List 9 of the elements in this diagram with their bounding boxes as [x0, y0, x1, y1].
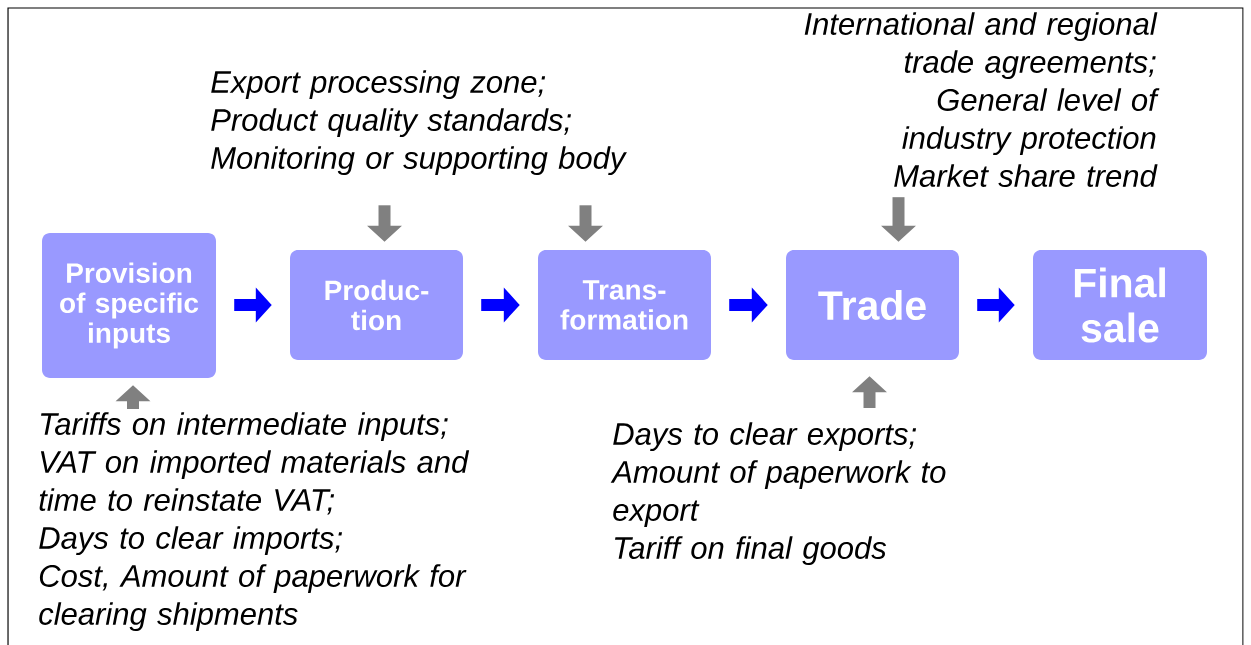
process-box: Trans- formation	[538, 250, 711, 360]
process-box: Trade	[786, 250, 959, 360]
process-box: Provision of specific inputs	[42, 233, 216, 378]
factor-list: Days to clear exports; Amount of paperwork to export Tariff on final goods	[610, 422, 946, 566]
factor-list: Export processing zone; Product quality standards; Monitoring or supporting body	[211, 70, 627, 176]
process-box: Produc- tion	[290, 250, 463, 360]
factor-list: Tariffs on intermediate inputs; VAT on imported materials and time to reinstate VAT; Days to clear imports; Cost, Amount of paperwork for clearing shipments	[39, 412, 470, 632]
factor-list: International and regional trade agreements; General level of industry protection Market share trend	[804, 12, 1160, 187]
process-box: Final sale	[1033, 250, 1207, 360]
